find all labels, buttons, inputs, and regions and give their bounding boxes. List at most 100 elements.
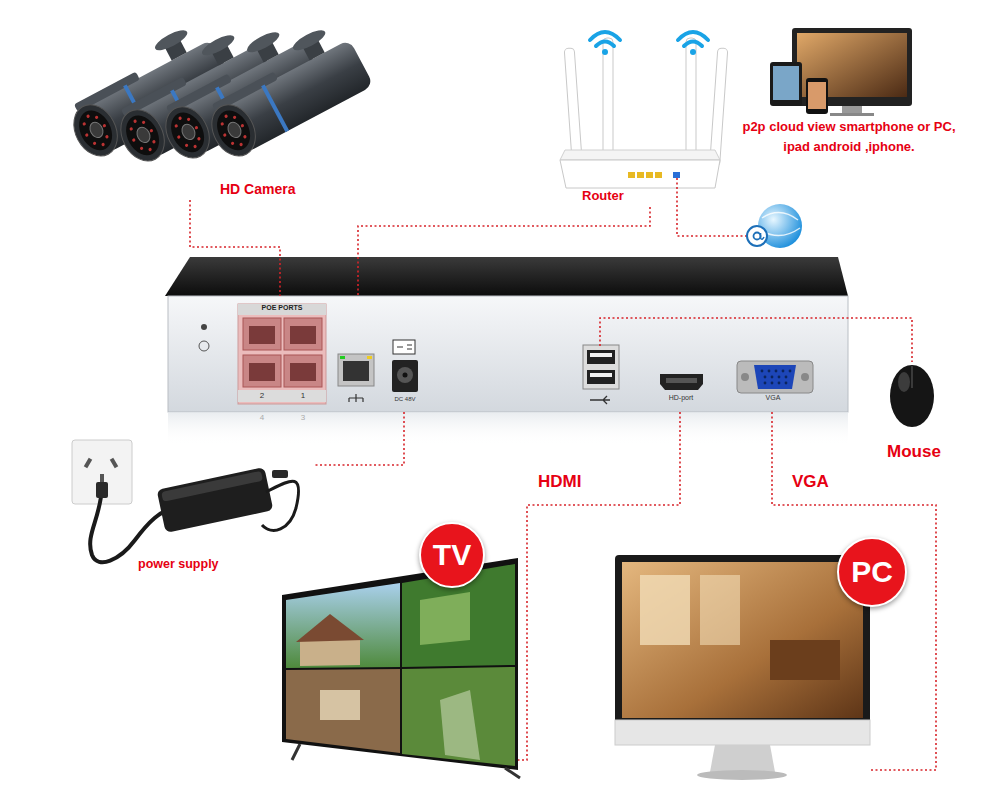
- wifi-dot: [602, 49, 608, 55]
- tv-illustration: [282, 558, 520, 778]
- power-illustration: [72, 440, 299, 562]
- pin: [785, 376, 788, 379]
- node-label: HD-port: [656, 394, 706, 402]
- cable-connector: [772, 412, 936, 770]
- at-symbol: [754, 233, 761, 240]
- at-symbol: [761, 233, 765, 239]
- badge-circle: PC: [837, 537, 907, 607]
- node-label: Router: [582, 189, 642, 204]
- lan-port: [646, 172, 653, 178]
- usb-icon: [590, 396, 610, 404]
- monitor-frame: [615, 555, 870, 745]
- hdmi-port: [660, 374, 703, 390]
- tv-view: [402, 667, 515, 766]
- cable-connector: [518, 412, 680, 760]
- node-label: p2p cloud view smartphone or PC, ipad an…: [740, 117, 958, 157]
- pin: [761, 370, 764, 373]
- viewing-devices: [770, 28, 912, 116]
- outlet-slot: [110, 458, 118, 469]
- rj45-port: [243, 355, 281, 387]
- dc-jack: [392, 360, 418, 392]
- nvr-top: [165, 257, 848, 296]
- power-supply-node: power supply: [65, 430, 315, 578]
- badge-label: PC: [851, 557, 893, 587]
- vga-pins: [761, 370, 792, 385]
- node-label: DC 48V: [386, 396, 424, 403]
- monitor-base: [697, 770, 787, 780]
- node-label: HD Camera: [220, 181, 340, 197]
- node-label: power supply: [138, 557, 248, 571]
- pin: [778, 376, 781, 379]
- antenna: [686, 38, 696, 163]
- polarity-icon: [393, 340, 415, 354]
- nvr-illustration: [165, 257, 848, 446]
- mouse-body: [890, 365, 934, 427]
- dc-cable: [262, 481, 299, 530]
- usb-tongue: [590, 373, 612, 377]
- mouse-node: Mouse: [878, 362, 948, 467]
- rj45-port: [243, 318, 281, 350]
- tv-node: TV: [270, 520, 518, 775]
- phone-screen: [808, 82, 826, 109]
- vga-plate: [737, 361, 813, 393]
- monitor-chin: [615, 720, 870, 745]
- mouse-highlight: [898, 372, 910, 392]
- bullet-camera: [192, 18, 374, 163]
- monitor-stand: [842, 106, 862, 114]
- internet-globe: [747, 204, 802, 248]
- hdmi-tongue: [666, 378, 697, 383]
- network-icon: [349, 394, 363, 402]
- monitor-screen: [622, 562, 863, 718]
- wan-port: [673, 172, 680, 178]
- nvr-reflection: [168, 412, 848, 446]
- phone: [806, 78, 828, 114]
- usb-socket: [587, 370, 615, 384]
- cable-connector: [315, 412, 404, 465]
- pin: [764, 376, 767, 379]
- pin: [768, 370, 771, 373]
- lan-port: [655, 172, 662, 178]
- badge-circle: TV: [419, 522, 485, 588]
- ground-symbol: [199, 341, 209, 351]
- node-label: 1: [296, 391, 310, 400]
- adapter-body: [157, 467, 274, 533]
- wifi-arc: [596, 42, 614, 47]
- tv-frame: [282, 558, 518, 770]
- cable-connector: [190, 200, 280, 296]
- poe-panel: [238, 304, 326, 404]
- ferrite-bead: [272, 470, 288, 478]
- cable-connector: [600, 318, 912, 362]
- node-label: 4: [255, 413, 269, 422]
- rj45-port: [284, 318, 322, 350]
- rj45-port: [284, 355, 322, 387]
- node-label: 2: [255, 391, 269, 400]
- usb-socket: [587, 350, 615, 364]
- room-furniture: [770, 640, 840, 680]
- monitor-stand: [710, 745, 775, 772]
- tv-view: [286, 669, 400, 753]
- rj45-socket: [249, 363, 275, 381]
- outlet-slot: [84, 458, 92, 469]
- tv-view: [286, 583, 400, 668]
- garden: [420, 592, 470, 645]
- pin: [785, 382, 788, 385]
- poe-ports: [243, 318, 322, 387]
- vga-screw: [801, 373, 809, 381]
- at-badge: [747, 226, 767, 246]
- room-window: [640, 575, 690, 645]
- router-node: Router: [555, 15, 725, 207]
- dc-jack-pin: [403, 373, 408, 378]
- rj45-socket: [290, 363, 316, 381]
- p2p-devices-node: p2p cloud view smartphone or PC, ipad an…: [735, 18, 965, 158]
- adapter-highlight: [161, 471, 263, 502]
- nvr-back-panel: [168, 296, 848, 412]
- pin: [782, 370, 785, 373]
- pin: [764, 382, 767, 385]
- wifi-icon: [590, 32, 620, 46]
- vga-port: [754, 365, 796, 389]
- router-top: [560, 150, 720, 160]
- adapter: [157, 467, 274, 533]
